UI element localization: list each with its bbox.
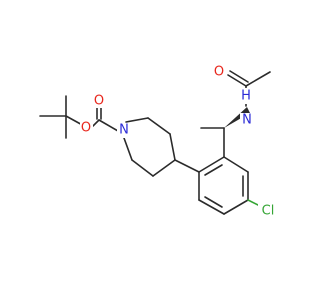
bond-ar-inner-3 — [204, 196, 223, 208]
bond-pip-c4-c5 — [152, 159, 176, 177]
bond-ar-inner-1 — [204, 164, 223, 176]
benzene-ring — [198, 156, 249, 215]
bond-pip-c6-n — [123, 137, 133, 161]
bond-carbonyl-c-to-n — [98, 119, 119, 132]
bond-acetyl-double-a — [227, 74, 247, 87]
chlorine-label: Cl — [262, 204, 275, 219]
bond-pip-c5-c6 — [131, 159, 154, 177]
chiral-acetamide-side-chain — [200, 70, 271, 158]
boc-carbonyl-oxygen-label: O — [94, 94, 104, 109]
chemical-structure-diagram: O O N H N O Cl — [39, 64, 278, 219]
amide-hydrogen-label: H — [241, 89, 251, 104]
bond-ar-c1-c2 — [198, 156, 225, 173]
bond-acetyl-double-b — [229, 70, 249, 83]
tert-butyl-group — [39, 95, 87, 139]
bond-pip-n-c2 — [125, 117, 149, 123]
piperidine-ring — [123, 117, 200, 177]
ester-oxygen-label: O — [81, 121, 91, 136]
bond-pip-c4-to-aryl — [174, 159, 200, 173]
acetyl-oxygen-label: O — [214, 65, 224, 80]
bond-pip-c3-c4 — [169, 133, 176, 161]
piperidine-nitrogen-label: N — [119, 123, 129, 138]
bond-acetyl-carbonyl-to-methyl — [245, 71, 271, 87]
bond-pip-c2-c3 — [147, 117, 171, 135]
bond-ar-c2-c3 — [223, 156, 249, 173]
atom-labels: O O N H N O Cl — [80, 65, 278, 219]
wedge-bond-chiral-c-to-n — [224, 107, 250, 128]
bond-ar-c5-c6 — [198, 199, 225, 215]
boc-carbamate — [90, 106, 119, 132]
amide-nitrogen-label: N — [242, 113, 252, 128]
bond-ar-c4-c5 — [223, 199, 249, 215]
